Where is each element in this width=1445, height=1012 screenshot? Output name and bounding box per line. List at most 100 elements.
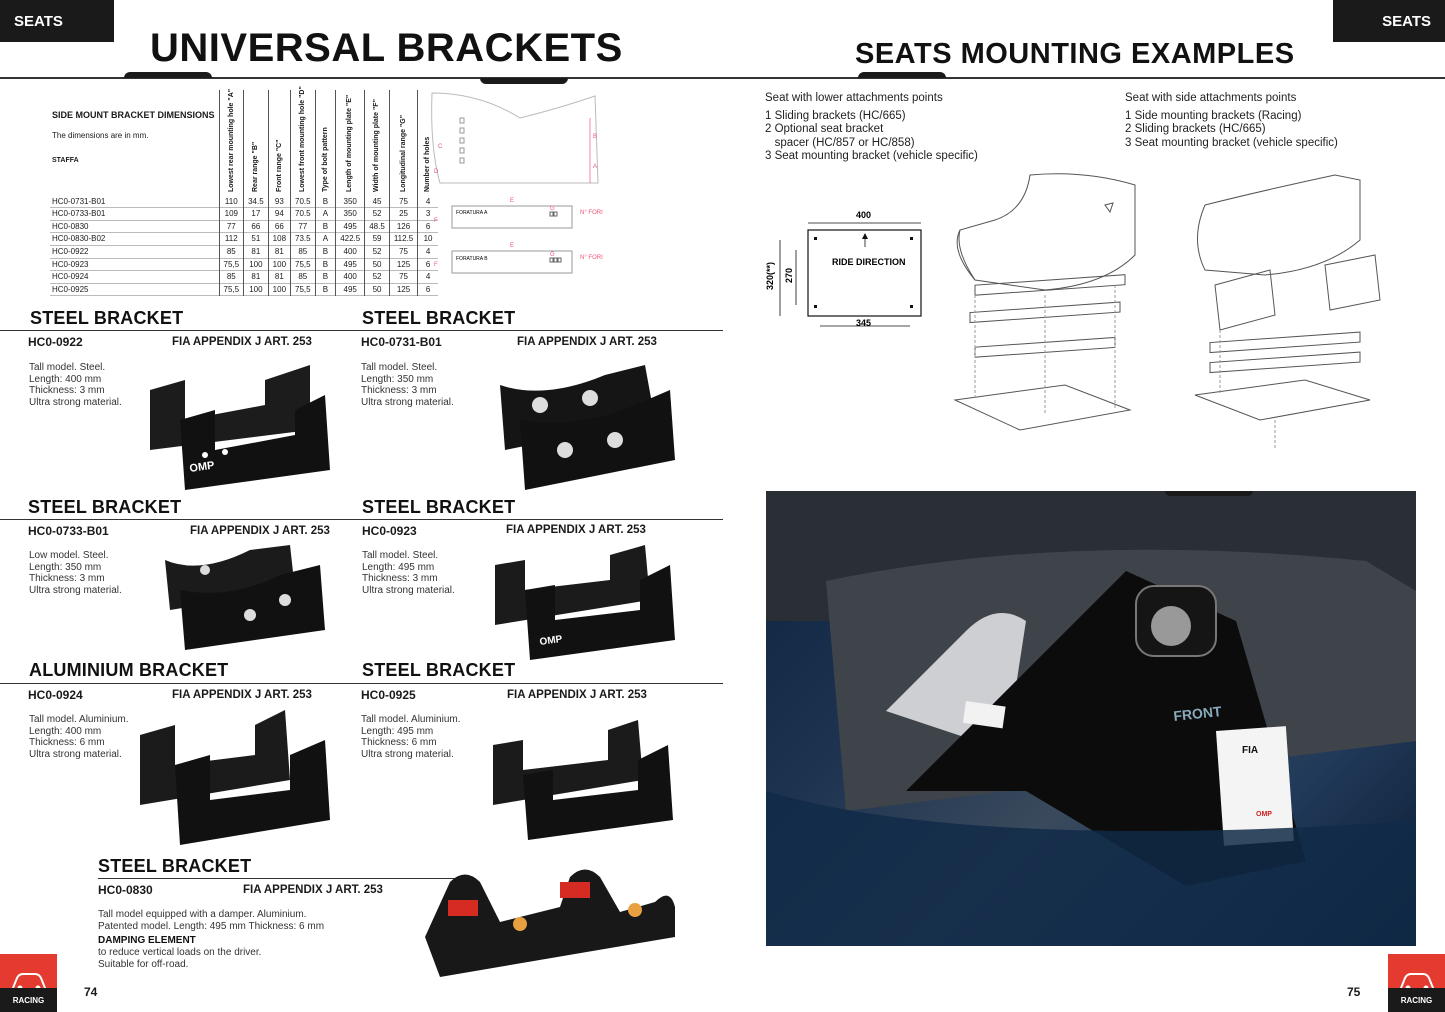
svg-text:G: G (550, 206, 555, 212)
product-fia: FIA APPENDIX J ART. 253 (243, 884, 383, 896)
section-rule (360, 683, 723, 684)
section-rule (0, 519, 360, 520)
section-rule (360, 330, 723, 331)
product-fia: FIA APPENDIX J ART. 253 (507, 689, 647, 701)
table-cell-code: HC0-0924 (50, 270, 220, 284)
table-cell: 400 (335, 270, 366, 284)
table-cell: 59 (364, 232, 390, 246)
table-cell-code: HC0-0830-B02 (50, 232, 220, 246)
table-cell: 400 (335, 245, 366, 259)
svg-text:G: G (550, 252, 555, 258)
table-cell: 17 (243, 207, 269, 221)
product-code: HC0-0923 (362, 524, 417, 538)
product-title: STEEL BRACKET (28, 497, 182, 517)
section-rule (360, 519, 723, 520)
spec-table-header: SIDE MOUNT BRACKET DIMENSIONS The dimens… (50, 90, 220, 196)
table-cell: 75,5 (290, 258, 316, 271)
table-cell: 75,5 (219, 258, 245, 271)
product-title: STEEL BRACKET (362, 308, 516, 328)
table-cell: 350 (335, 195, 366, 208)
product-fia: FIA APPENDIX J ART. 253 (172, 336, 312, 348)
bracket-image-hc0-0733-b01 (165, 545, 325, 650)
table-cell: 73.5 (290, 232, 316, 246)
product-code: HC0-0924 (28, 688, 83, 702)
product-description: Low model. Steel. Length: 350 mm Thickne… (29, 550, 122, 596)
list-item: 2 Optional seat bracket (765, 123, 884, 135)
table-cell: 25 (389, 207, 419, 221)
product-fia: FIA APPENDIX J ART. 253 (190, 525, 330, 537)
svg-text:N° FORI: N° FORI (580, 255, 603, 261)
table-cell: B (315, 220, 337, 233)
table-cell: 52 (364, 207, 390, 221)
table-cell: 66 (268, 220, 292, 233)
product-title: STEEL BRACKET (30, 308, 184, 328)
table-cell: A (315, 232, 337, 246)
table-cell: 85 (290, 270, 316, 284)
bracket-image-hc0-0925 (493, 720, 673, 840)
table-cell: 3 (425, 209, 431, 219)
table-cell: 85 (219, 270, 245, 284)
section-rule (0, 330, 360, 331)
table-cell: 50 (364, 283, 390, 296)
table-cell: 4 (425, 196, 431, 206)
section-tab-seats-right: SEATS (1333, 0, 1445, 42)
column-header: Lowest front mounting hole "D" (290, 86, 316, 196)
racing-badge-right: RACING (1388, 988, 1445, 1012)
section-tab-seats-left: SEATS (0, 0, 114, 42)
racing-badge-left: RACING (0, 988, 57, 1012)
mounting-plate-diagram: 400 345 320(**) 270 RIDE DIRECTION (765, 210, 922, 328)
table-cell: 93 (268, 195, 292, 208)
table-cell: 85 (219, 245, 245, 259)
svg-text:FRONT: FRONT (1173, 703, 1223, 724)
page-title-right: SEATS MOUNTING EXAMPLES (855, 38, 1295, 70)
list-item: 1 Side mounting brackets (Racing) (1125, 109, 1302, 122)
table-cell: 109 (219, 207, 245, 221)
table-cell: 10 (423, 234, 433, 244)
section-rule (0, 683, 360, 684)
product-code: HC0-0733-B01 (28, 524, 109, 538)
page-number-left: 74 (84, 985, 98, 999)
table-cell-code: HC0-0922 (50, 245, 220, 259)
table-cell: 75 (389, 270, 419, 284)
list-item: 3 Seat mounting bracket (vehicle specifi… (1125, 136, 1338, 149)
table-cell: 6 (425, 284, 431, 294)
list-item: spacer (HC/857 or HC/858) (765, 136, 915, 149)
table-cell: 45 (364, 195, 390, 208)
table-cell: 125 (389, 283, 419, 296)
svg-text:OMP: OMP (189, 460, 215, 475)
title-notch (480, 78, 568, 84)
table-cell: A (315, 207, 337, 221)
list-item: 3 Seat mounting bracket (vehicle specifi… (765, 150, 978, 162)
table-cell: 70.5 (290, 207, 316, 221)
bracket-image-hc0-0924 (140, 710, 330, 845)
table-cell: 495 (335, 258, 366, 271)
product-description: Tall model. Aluminium. Length: 400 mm Th… (29, 714, 129, 760)
svg-text:RIDE DIRECTION: RIDE DIRECTION (832, 257, 906, 267)
table-cell: 6 (425, 221, 431, 231)
examples-lower-list: Seat with lower attachments points 1 Sli… (765, 92, 978, 162)
bracket-image-hc0-0922: OMP (150, 365, 330, 490)
table-cell: 75 (389, 195, 419, 208)
damping-description: to reduce vertical loads on the driver. … (98, 947, 262, 970)
spec-table: SIDE MOUNT BRACKET DIMENSIONS The dimens… (50, 86, 438, 296)
table-cell-code: HC0-0830 (50, 220, 220, 233)
svg-text:N° FORI: N° FORI (580, 210, 603, 216)
table-cell: 75,5 (219, 283, 245, 296)
product-title: STEEL BRACKET (362, 497, 516, 517)
svg-text:320(**): 320(**) (765, 262, 775, 290)
product-description: Tall model. Steel. Length: 495 mm Thickn… (362, 550, 455, 596)
table-cell: 100 (268, 283, 292, 296)
svg-text:F: F (434, 262, 438, 268)
table-cell: B (315, 258, 337, 271)
bracket-image-hc0-0923: OMP (495, 545, 675, 660)
svg-text:OMP: OMP (539, 634, 563, 648)
table-cell: 66 (243, 220, 269, 233)
svg-text:B: B (593, 134, 597, 140)
list-item: 2 Sliding brackets (HC/665) (1125, 123, 1266, 135)
